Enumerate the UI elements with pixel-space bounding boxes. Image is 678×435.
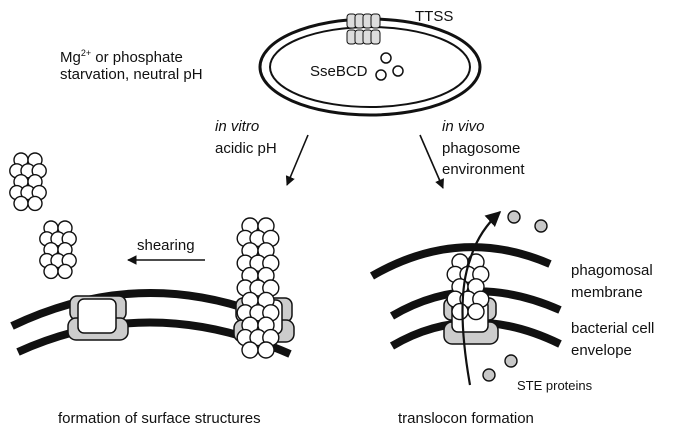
filament-middle — [236, 217, 280, 359]
envelope-label-line2: envelope — [571, 342, 632, 359]
ssebcd-molecules — [375, 52, 404, 81]
ttss-label: TTSS — [415, 8, 454, 25]
arrow-in-vivo — [419, 134, 444, 189]
filament-fragment-top — [9, 152, 47, 212]
secretion-path-arrow — [461, 210, 502, 386]
filament-subunit — [257, 341, 275, 359]
acidic-ph-label: acidic pH — [215, 140, 277, 157]
translocon-subunit — [451, 302, 469, 321]
translocon-pore — [446, 253, 490, 321]
environment-label: environment — [442, 161, 525, 178]
caption-surface-structures: formation of surface structures — [58, 410, 261, 427]
in-vitro-label: in vitro — [215, 118, 260, 135]
filament-subunit — [57, 263, 73, 280]
shearing-label: shearing — [137, 237, 195, 254]
caption-translocon-formation: translocon formation — [398, 410, 534, 427]
ssebcd-label: SseBCD — [310, 63, 368, 80]
translocon-subunit — [467, 302, 485, 321]
in-vivo-label: in vivo — [442, 118, 485, 135]
ttss-apparatus-icon — [346, 13, 381, 45]
ste-proteins — [482, 210, 548, 382]
envelope-label-line1: bacterial cell — [571, 320, 655, 337]
filament-fragment-mid — [39, 220, 77, 280]
filament-subunit — [13, 195, 29, 212]
filament-subunit — [43, 263, 59, 280]
needle-base-left — [67, 295, 129, 341]
filament-subunit — [241, 341, 259, 359]
starvation-label-line1: Mg2+ or phosphate — [60, 48, 183, 66]
arrow-in-vitro — [285, 134, 309, 186]
ste-proteins-label: STE proteins — [517, 378, 593, 393]
phagosomal-label-line1: phagomosal — [571, 262, 653, 279]
phagosome-label: phagosome — [442, 140, 521, 157]
filament-subunit — [27, 195, 43, 212]
starvation-label-line2: starvation, neutral pH — [60, 66, 203, 83]
phagosomal-label-line2: membrane — [571, 284, 643, 301]
